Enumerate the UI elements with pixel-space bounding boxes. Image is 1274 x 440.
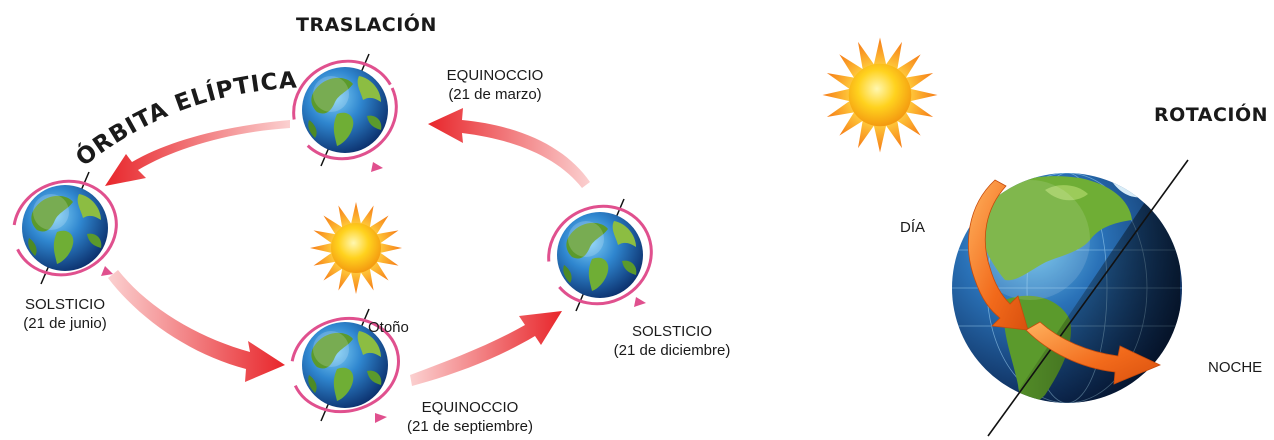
globe-icon — [292, 53, 398, 172]
solsticio-junio-name: SOLSTICIO — [24, 296, 106, 313]
globe-icon — [547, 198, 653, 312]
equinoccio-marzo-label: EQUINOCCIO (21 de marzo) — [420, 66, 570, 104]
sun-icon — [822, 37, 938, 153]
equinoccio-septiembre-name: EQUINOCCIO — [421, 399, 519, 416]
globe-icon — [289, 308, 401, 423]
equinoccio-septiembre-label: EQUINOCCIO (21 de septiembre) — [390, 398, 550, 436]
equinoccio-septiembre-date: (21 de septiembre) — [407, 418, 533, 435]
orbit-arrow-icon — [428, 108, 590, 188]
orbit-arrow-icon — [108, 270, 285, 382]
solsticio-diciembre-name: SOLSTICIO — [631, 323, 713, 340]
orbit-arrow-icon — [105, 120, 290, 186]
dia-label: DÍA — [900, 219, 926, 236]
globe-icon — [12, 171, 118, 285]
solsticio-junio-date: (21 de junio) — [23, 315, 107, 332]
solsticio-diciembre-label: SOLSTICIO (21 de diciembre) — [592, 322, 752, 360]
orbit-arrow-icon — [410, 311, 562, 386]
otono-label: Otoño — [368, 319, 409, 336]
rotacion-title: ROTACIÓN — [1154, 104, 1269, 126]
traslacion-title: TRASLACIÓN — [296, 14, 437, 36]
equinoccio-marzo-name: EQUINOCCIO — [446, 67, 544, 84]
orbit-label: ÓRBITA ELÍPTICA — [70, 68, 298, 172]
equinoccio-marzo-date: (21 de marzo) — [448, 86, 542, 103]
solsticio-junio-label: SOLSTICIO (21 de junio) — [0, 295, 130, 333]
noche-label: NOCHE — [1208, 359, 1263, 376]
sun-icon — [310, 202, 402, 294]
rotation-arrow-icon — [1025, 321, 1161, 385]
solsticio-diciembre-date: (21 de diciembre) — [613, 342, 731, 359]
orbit-label-text: ÓRBITA ELÍPTICA — [70, 68, 297, 172]
rotation-axis — [987, 159, 1189, 437]
